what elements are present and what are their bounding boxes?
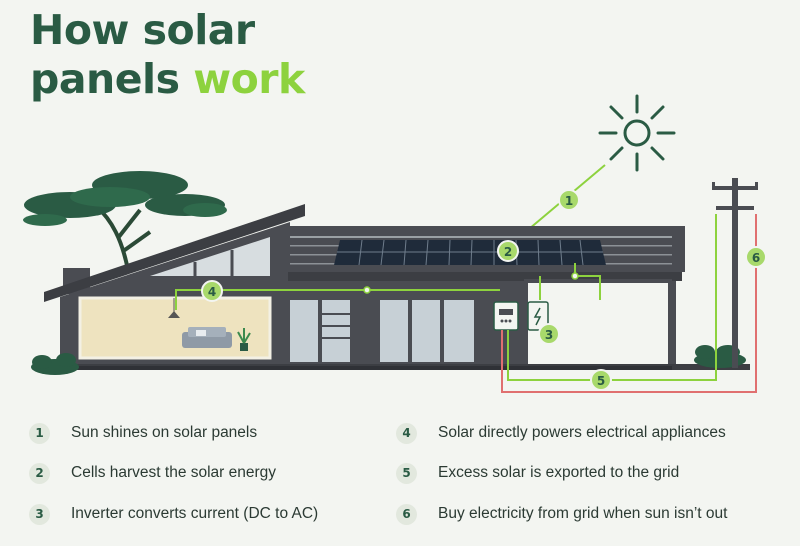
legend-item-4: 4 Solar directly powers electrical appli… [396, 418, 726, 448]
sun-icon [600, 96, 674, 170]
svg-text:3: 3 [545, 328, 553, 342]
legend-text: Cells harvest the solar energy [71, 464, 276, 482]
legend-item-2: 2 Cells harvest the solar energy [29, 458, 276, 488]
center-roof-top [290, 236, 672, 238]
legend-item-5: 5 Excess solar is exported to the grid [396, 458, 679, 488]
legend-text: Inverter converts current (DC to AC) [71, 505, 318, 523]
svg-text:2: 2 [504, 245, 512, 259]
legend-badge: 3 [29, 504, 50, 525]
marker-3: 3 [539, 324, 559, 344]
utility-pole [712, 178, 758, 368]
center-windows [290, 300, 474, 362]
bush-right [694, 345, 746, 368]
legend-badge: 1 [29, 423, 50, 444]
svg-text:4: 4 [208, 285, 216, 299]
svg-text:1: 1 [565, 194, 573, 208]
meter-box [494, 302, 518, 330]
solar-panel-array [334, 240, 606, 265]
marker-6: 6 [746, 247, 766, 267]
sofa-icon [182, 327, 232, 348]
marker-2: 2 [498, 241, 518, 261]
svg-text:5: 5 [597, 374, 605, 388]
legend-item-3: 3 Inverter converts current (DC to AC) [29, 499, 318, 529]
legend-item-1: 1 Sun shines on solar panels [29, 418, 257, 448]
bush-left [31, 353, 79, 375]
legend-text: Sun shines on solar panels [71, 424, 257, 442]
marker-4: 4 [202, 281, 222, 301]
legend-badge: 4 [396, 423, 417, 444]
legend-badge: 6 [396, 504, 417, 525]
legend-text: Excess solar is exported to the grid [438, 464, 679, 482]
svg-text:6: 6 [752, 251, 760, 265]
legend-item-6: 6 Buy electricity from grid when sun isn… [396, 499, 727, 529]
legend-text: Solar directly powers electrical applian… [438, 424, 726, 442]
marker-5: 5 [591, 370, 611, 390]
legend-badge: 2 [29, 463, 50, 484]
marker-1: 1 [559, 190, 579, 210]
legend: 1 Sun shines on solar panels 2 Cells har… [0, 418, 800, 546]
legend-badge: 5 [396, 463, 417, 484]
solar-diagram: 1 2 3 4 5 6 [0, 0, 800, 418]
legend-text: Buy electricity from grid when sun isn’t… [438, 505, 727, 523]
garage-post [668, 281, 676, 366]
